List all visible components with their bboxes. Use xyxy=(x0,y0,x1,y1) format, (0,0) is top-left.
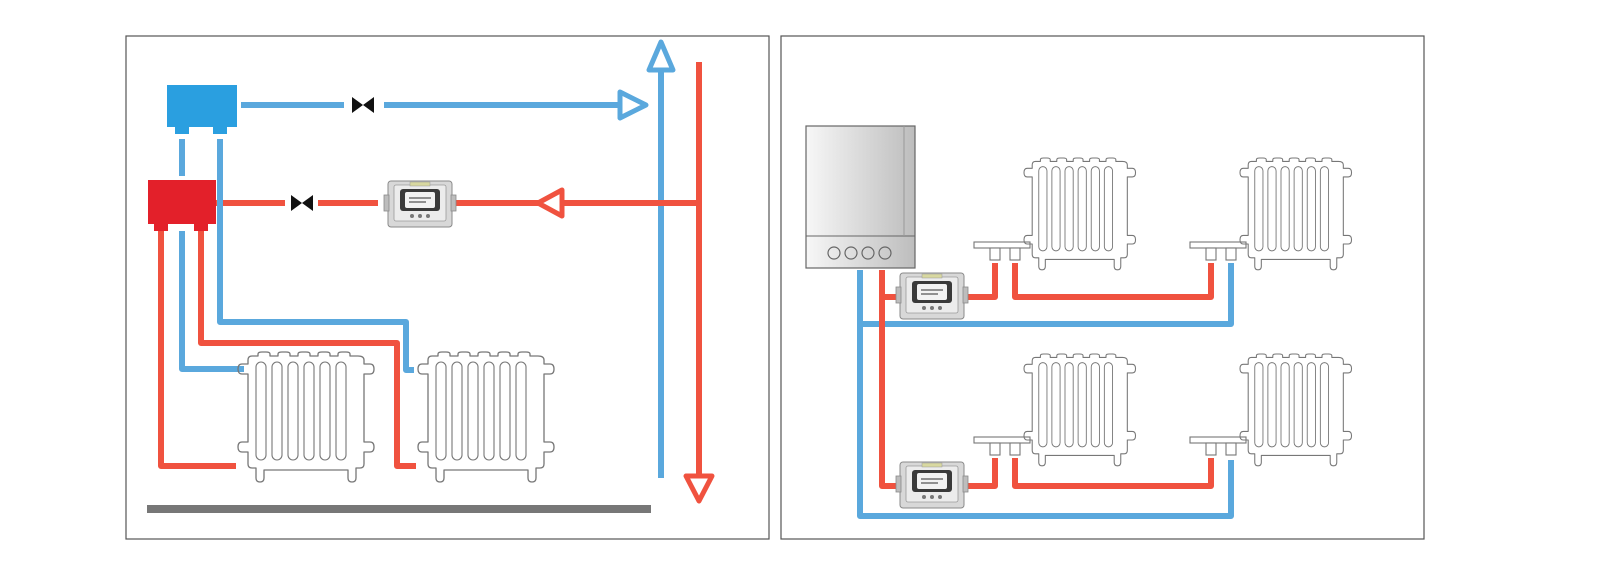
radiator-supply-pipe xyxy=(217,176,414,373)
supply-main-pipe xyxy=(857,270,1234,519)
return-manifold xyxy=(148,180,216,231)
supply-manifold xyxy=(167,85,237,134)
radiator-supply-pipe xyxy=(179,231,244,372)
return-branch-pipe xyxy=(962,263,998,300)
heat-meter-icon xyxy=(383,180,457,228)
right-panel xyxy=(780,35,1425,540)
heat-meter-icon xyxy=(895,272,969,320)
left-panel xyxy=(125,35,770,540)
boiler-buttons xyxy=(827,246,892,260)
supply-branch-pipe xyxy=(860,263,1234,327)
supply-riser-pipe xyxy=(646,39,676,478)
flow-arrow-icon xyxy=(535,187,565,219)
radiator-link-pipe xyxy=(1012,458,1214,489)
wall-boiler-icon xyxy=(805,125,916,269)
floor-bar xyxy=(147,505,651,513)
right-panel-frame xyxy=(780,35,1425,540)
return-riser-pipe xyxy=(683,62,715,504)
flow-arrow-icon xyxy=(617,89,649,121)
flow-arrow-icon xyxy=(683,473,715,504)
heat-meter-icon xyxy=(895,461,969,509)
flow-arrow-icon xyxy=(646,39,676,73)
radiator-link-pipe xyxy=(1012,263,1214,300)
radiator-return-pipe xyxy=(158,231,236,469)
return-main-pipe xyxy=(879,270,902,489)
radiator-return-pipe xyxy=(198,231,416,469)
return-branch-pipe xyxy=(962,458,998,489)
return-line-pipe xyxy=(216,187,699,219)
supply-line-pipe xyxy=(241,89,649,121)
